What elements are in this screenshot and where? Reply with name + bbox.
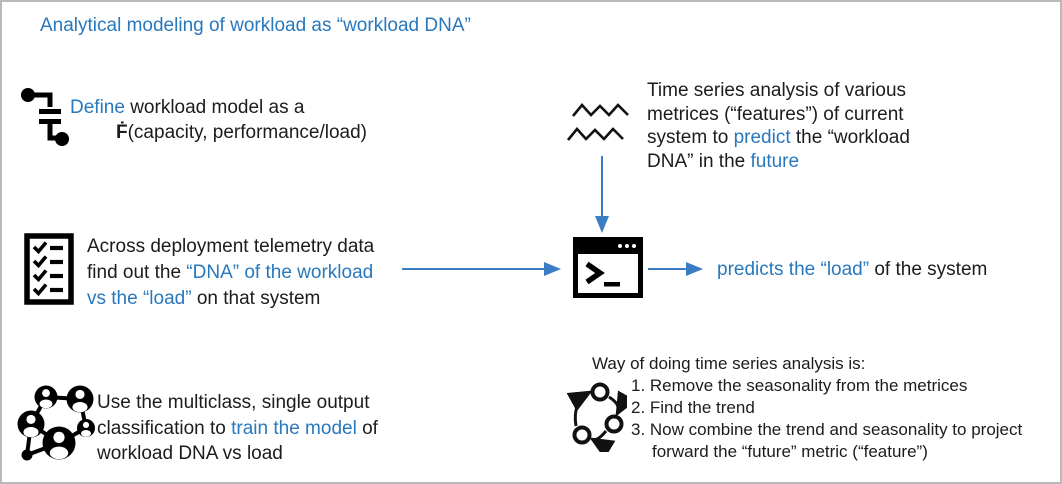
checklist-icon: [24, 233, 74, 305]
define-text: Define workload model as a Ḟ(capacity, pe…: [70, 95, 367, 145]
text-line: 3. Now combine the trend and seasonality…: [631, 420, 1023, 439]
text-line: Time series analysis of various: [647, 80, 907, 101]
text-line: system to predict the “workload: [647, 127, 910, 148]
telemetry-text: Across deployment telemetry data find out…: [87, 234, 374, 312]
train-text: Use the multiclass, single output classif…: [97, 390, 378, 467]
arrow-timeseries-to-terminal: [595, 156, 609, 233]
text-line: find out the “DNA” of the workload: [87, 262, 374, 283]
text-line: workload DNA vs load: [97, 443, 283, 464]
text-line: Define workload model as a: [70, 97, 305, 118]
text-line: Across deployment telemetry data: [87, 236, 375, 257]
text-line: DNA” in the future: [647, 150, 800, 172]
text-line: Ḟ(capacity, performance/load): [116, 122, 367, 143]
steps-list: 1. Remove the seasonality from the metri…: [631, 375, 1022, 463]
arrow-telemetry-to-terminal: [402, 262, 561, 276]
steps-heading: Way of doing time series analysis is:: [592, 354, 866, 373]
text-line: 2. Find the trend: [631, 398, 755, 417]
cycle-icon: [567, 382, 627, 452]
text-line: forward the “future” metric (“feature”): [652, 442, 928, 461]
text-line: Use the multiclass, single output: [97, 392, 370, 413]
predicts-text: predicts the “load” of the system: [717, 258, 987, 282]
page-title: Analytical modeling of workload as “work…: [40, 15, 471, 36]
text-line: classification to train the model of: [97, 417, 378, 439]
text-line: metrices (“features”) of current: [647, 103, 904, 125]
text-line: vs the “load” on that system: [87, 288, 321, 309]
arrow-terminal-to-predicts: [648, 262, 703, 276]
flowchart-icon: [21, 88, 69, 146]
zigzag-icon: [566, 103, 629, 141]
text-line: predicts the “load” of the system: [717, 259, 988, 280]
text-line: 1. Remove the seasonality from the metri…: [631, 376, 968, 395]
network-icon: [17, 385, 95, 461]
terminal-icon: [573, 237, 643, 298]
